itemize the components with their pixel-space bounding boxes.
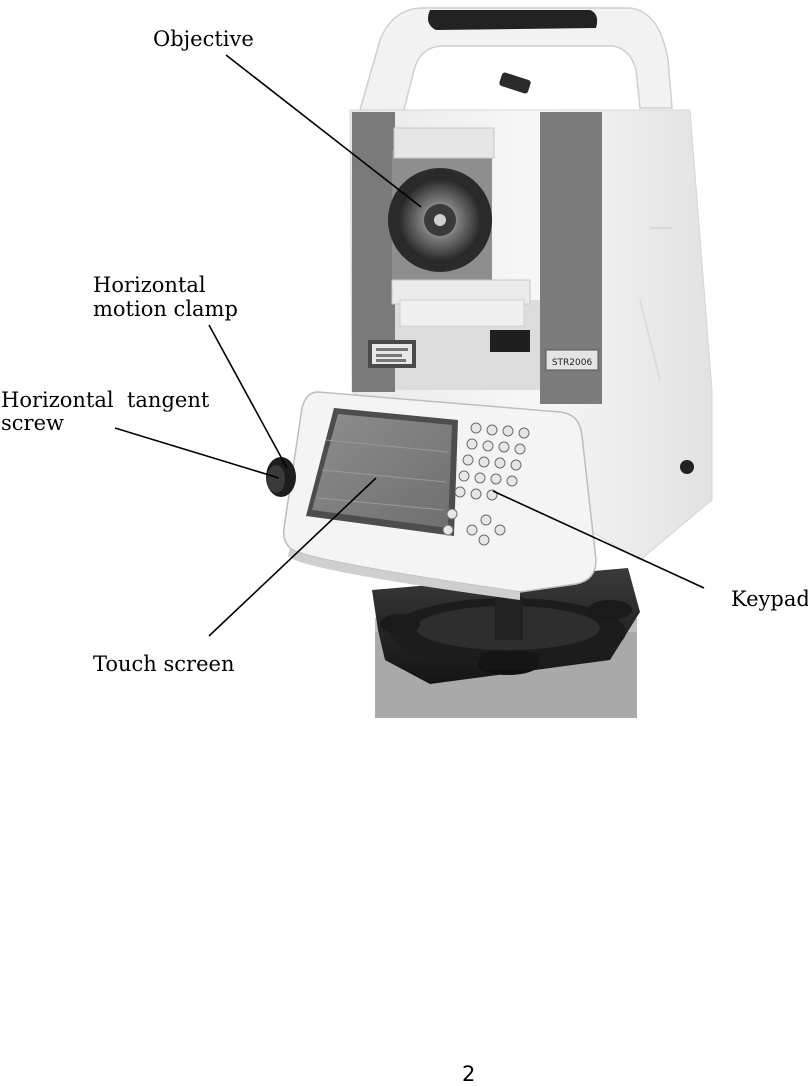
motion-clamp-label-line1: Horizontal [93, 273, 206, 297]
touch-screen-label: Touch screen [93, 652, 235, 676]
keypad-label: Keypad [731, 587, 808, 611]
objective-leader-line [225, 54, 422, 208]
keypad-keys [442, 422, 530, 546]
tribrach [372, 568, 640, 684]
motion-clamp-label-line2: motion clamp [93, 297, 238, 321]
tangent-screw-label-line1: Horizontal tangent [1, 388, 210, 412]
tangent-screw-label-line2: screw [1, 411, 64, 435]
objective-label: Objective [153, 27, 254, 51]
callout-leaders [114, 54, 705, 637]
touch-screen-leader-line [208, 477, 377, 637]
keypad-leader-line [492, 490, 705, 589]
nameplate-label: STR2006 [552, 358, 593, 368]
tangent-screw-leader-line [114, 427, 280, 479]
motion-clamp-leader-line [208, 324, 288, 469]
control-panel [282, 391, 597, 600]
page-number: 2 [462, 1062, 476, 1086]
instrument-housing: STR2006 [349, 7, 713, 561]
tangent-screw-knob [266, 457, 296, 497]
